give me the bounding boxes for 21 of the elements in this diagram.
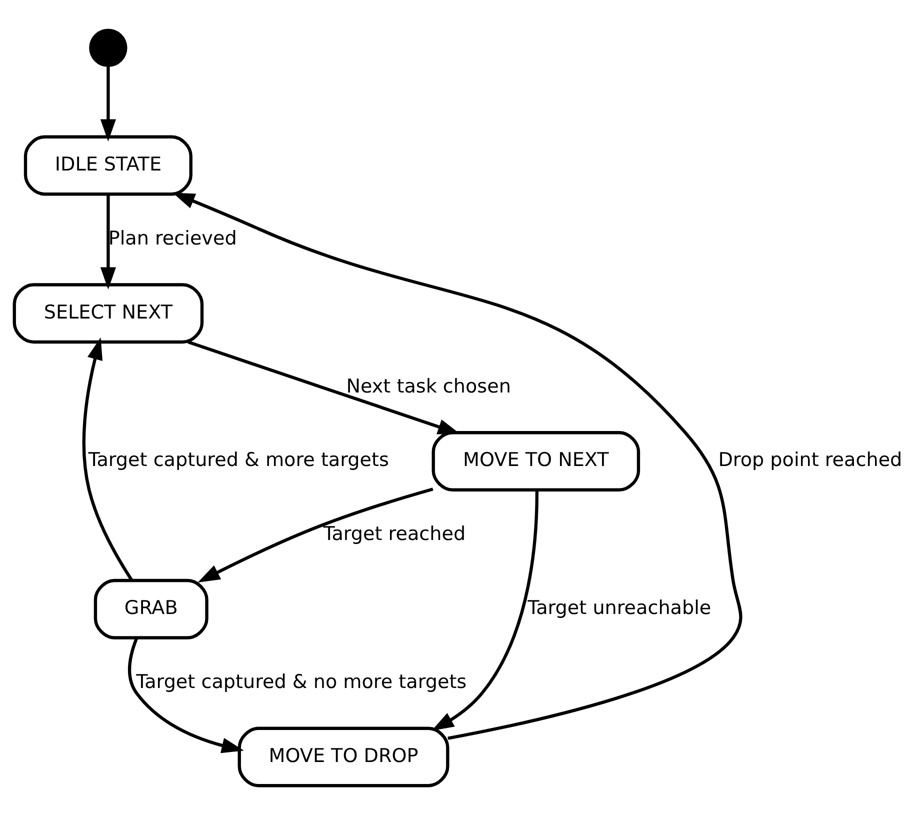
arrow	[100, 194, 116, 290]
arrow	[188, 340, 460, 434]
node-box: MOVE TO NEXT	[432, 431, 640, 492]
node-box: MOVE TO DROP	[238, 726, 450, 788]
edge-label: Next task chosen	[346, 375, 511, 398]
arrow	[432, 490, 538, 731]
arrow	[128, 638, 244, 754]
edge-label: Plan recieved	[108, 227, 237, 250]
arrow	[100, 65, 116, 142]
edge-label: Target captured & no more targets	[136, 671, 467, 694]
edge-label: Drop point reached	[718, 449, 902, 472]
arrow	[198, 488, 434, 582]
node-box: SELECT NEXT	[12, 283, 204, 344]
arrow	[82, 337, 134, 581]
node-circle	[89, 28, 128, 67]
edge-label: Target reached	[323, 523, 466, 546]
edge-label: Target unreachable	[528, 597, 712, 620]
arrow	[172, 192, 742, 740]
edge-label: Target captured & more targets	[88, 449, 389, 472]
node-box: GRAB	[94, 578, 208, 640]
node-box: IDLE STATE	[24, 135, 192, 196]
